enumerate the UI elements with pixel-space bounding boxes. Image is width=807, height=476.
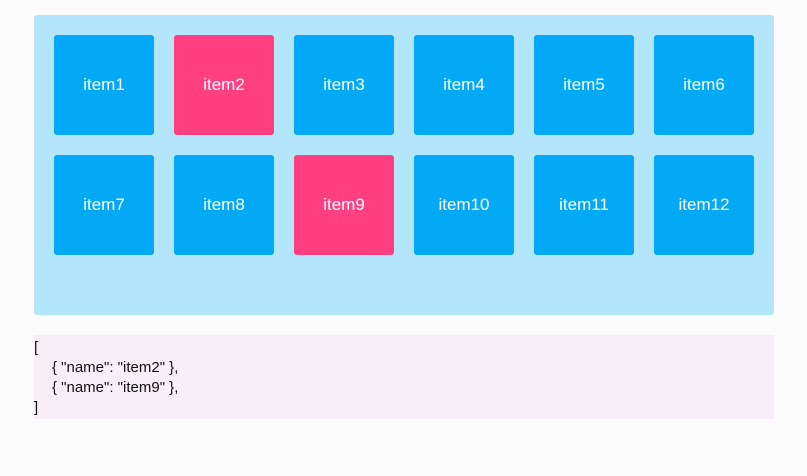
grid-item-12[interactable]: item12 [654,155,754,255]
grid-item-9[interactable]: item9 [294,155,394,255]
grid-item-6[interactable]: item6 [654,35,754,135]
grid-item-7[interactable]: item7 [54,155,154,255]
item-grid: item1 item2 item3 item4 item5 item6 item… [54,35,754,255]
selection-output: [ { "name": "item2" }, { "name": "item9"… [34,335,774,419]
grid-item-4[interactable]: item4 [414,35,514,135]
output-line: { "name": "item2" }, [52,359,179,376]
grid-item-2[interactable]: item2 [174,35,274,135]
output-line: { "name": "item9" }, [52,379,179,396]
output-close-bracket: ] [34,399,39,416]
grid-item-1[interactable]: item1 [54,35,154,135]
grid-item-3[interactable]: item3 [294,35,394,135]
grid-item-11[interactable]: item11 [534,155,634,255]
grid-item-5[interactable]: item5 [534,35,634,135]
grid-item-8[interactable]: item8 [174,155,274,255]
output-open-bracket: [ [34,339,39,356]
grid-item-10[interactable]: item10 [414,155,514,255]
selectable-grid-panel: item1 item2 item3 item4 item5 item6 item… [34,15,774,315]
